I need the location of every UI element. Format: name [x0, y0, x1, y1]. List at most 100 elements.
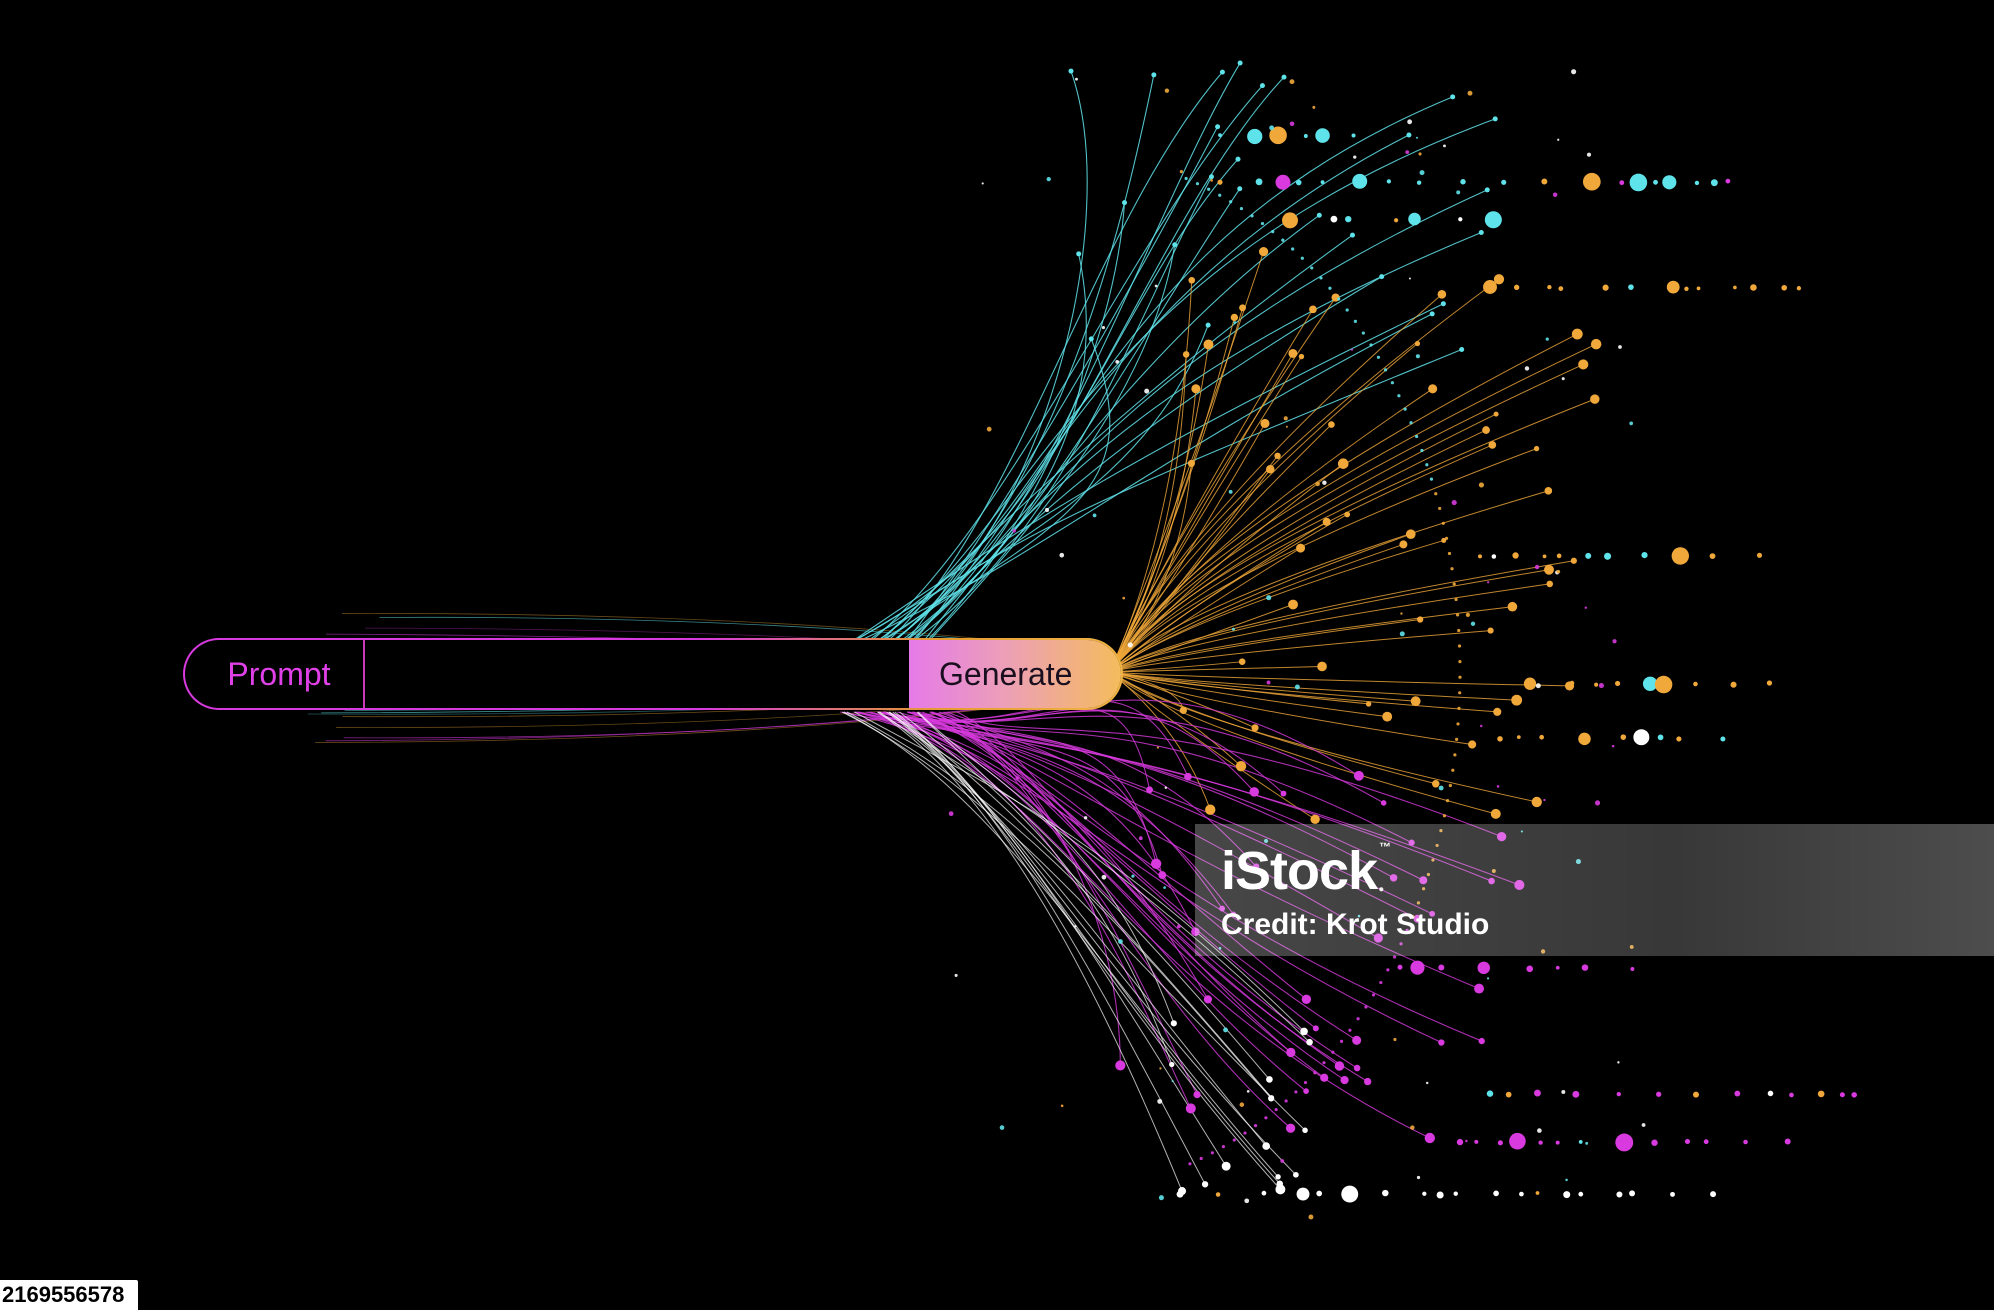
sparkle-dot — [1266, 680, 1271, 685]
node-dot — [1379, 274, 1385, 280]
node-dot — [1253, 863, 1260, 870]
arc-dot — [1403, 407, 1407, 411]
row-dot — [1453, 1191, 1458, 1196]
row-dot — [1422, 1191, 1427, 1196]
node-dot — [1151, 72, 1157, 78]
row-dot — [1767, 1090, 1774, 1097]
arc-dot — [1426, 872, 1431, 877]
fiber-line-cyan — [901, 62, 1241, 643]
row-dot — [1569, 680, 1575, 686]
sparkle-dot — [1524, 366, 1530, 371]
fiber-line-cyan — [856, 313, 1433, 643]
fiber-line-orange — [1109, 630, 1491, 673]
row-dot — [1696, 286, 1701, 291]
sparkle-dot — [1283, 416, 1288, 421]
node-dot — [1406, 132, 1412, 138]
sparkle-dot — [1074, 925, 1077, 928]
fiber-line-magenta — [911, 708, 1151, 790]
node-dot — [1249, 787, 1259, 797]
row-dot — [1620, 734, 1627, 740]
sparkle-dot — [1543, 798, 1546, 802]
node-dot — [1337, 458, 1349, 469]
node-dot — [1281, 74, 1287, 80]
row-dot — [1725, 178, 1731, 184]
arc-dot — [1455, 737, 1459, 742]
sparkle-dot — [1557, 138, 1560, 141]
node-dot — [1340, 1075, 1349, 1085]
node-dot — [1205, 804, 1216, 815]
node-dot — [1428, 384, 1438, 394]
sparkle-dot — [1218, 946, 1222, 950]
row-dot — [1523, 677, 1537, 690]
node-dot — [1276, 1180, 1284, 1188]
row-dot — [1684, 1138, 1691, 1145]
sparkle-dot — [1059, 552, 1065, 558]
node-dot — [1191, 927, 1200, 937]
sparkle-dot — [1443, 144, 1446, 148]
sparkle-dot — [1584, 606, 1588, 609]
sparkle-dot — [1244, 1198, 1250, 1204]
node-dot — [1488, 877, 1495, 885]
row-dot — [1572, 1090, 1580, 1098]
sparkle-dot — [1629, 421, 1634, 426]
row-dot — [1493, 1190, 1499, 1197]
fiber-line-magenta — [921, 711, 1292, 1053]
arc-dot — [1390, 381, 1394, 385]
watermark-credit: Credit: Krot Studio — [1221, 908, 1490, 941]
sparkle-dot — [1164, 786, 1168, 789]
fiber-line-orange — [1109, 363, 1584, 673]
sparkle-dot — [1408, 277, 1411, 280]
fiber-line-orange — [1109, 583, 1550, 673]
sparkle-dot — [1312, 105, 1316, 109]
sparkle-dot — [1561, 1090, 1566, 1094]
row-dot — [1316, 1190, 1323, 1197]
node-dot — [1268, 1095, 1275, 1101]
fiber-line-white — [916, 711, 1270, 1080]
sparkle-dot — [1451, 500, 1457, 506]
node-dot — [1203, 995, 1213, 1004]
node-dot — [1429, 910, 1436, 917]
arc-dot — [1425, 463, 1429, 467]
node-dot — [1363, 1077, 1372, 1086]
node-dot — [1410, 696, 1421, 707]
row-dot — [1315, 128, 1330, 143]
arc-dot — [1458, 675, 1462, 679]
arc-dot — [1452, 582, 1456, 586]
row-dot — [1629, 173, 1648, 192]
node-dot — [1275, 1174, 1281, 1180]
fiber-line-magenta — [868, 711, 1307, 1092]
sparkle-dot — [1353, 155, 1357, 159]
node-dot — [1322, 517, 1331, 526]
fiber-line-white — [888, 711, 1206, 1185]
row-dot — [1541, 178, 1548, 185]
row-dot — [1684, 286, 1689, 291]
sparkle-dot — [1594, 800, 1601, 806]
fiber-line-orange — [1109, 448, 1537, 673]
node-dot — [1353, 1064, 1361, 1072]
row-dot — [1547, 284, 1552, 290]
node-dot — [1179, 706, 1187, 714]
sparkle-dot — [1144, 388, 1150, 394]
node-dot — [1544, 487, 1553, 495]
node-dot — [1219, 69, 1225, 75]
generate-button[interactable]: Generate — [909, 640, 1121, 708]
row-dot — [1282, 212, 1298, 229]
fiber-line-white — [889, 711, 1272, 1099]
arc-dot — [1397, 394, 1401, 398]
node-dot — [1275, 1184, 1286, 1195]
row-dot — [1512, 552, 1519, 559]
sparkle-dot — [948, 811, 954, 817]
node-dot — [1170, 1020, 1177, 1027]
row-dot — [1542, 554, 1547, 559]
prompt-bar: Prompt Generate — [183, 638, 1123, 710]
node-dot — [1076, 251, 1082, 257]
node-dot — [1570, 557, 1577, 564]
sparkle-dot — [1400, 612, 1403, 615]
arc-dot — [1310, 266, 1314, 270]
arc-dot — [1281, 238, 1285, 242]
sparkle-dot — [1118, 939, 1123, 944]
node-dot — [1437, 290, 1447, 299]
row-dot — [1320, 180, 1325, 185]
prompt-input[interactable] — [365, 640, 909, 708]
arc-dot — [1409, 421, 1413, 425]
